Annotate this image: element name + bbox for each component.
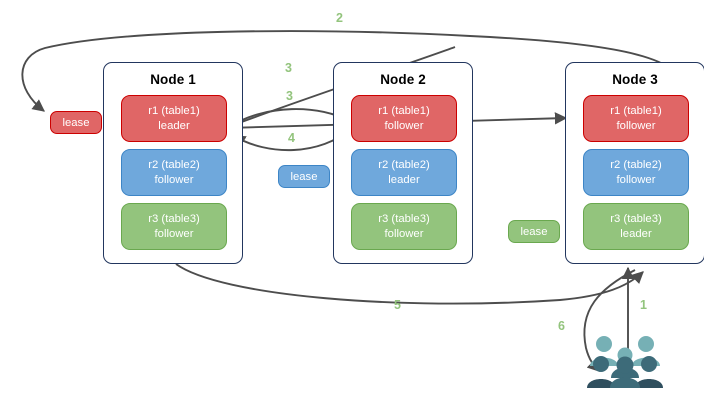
node-3-replica-r2-role: follower	[616, 173, 656, 186]
node-2-replica-r2-name: r2 (table2)	[378, 159, 430, 171]
node-3-replica-r3-name: r3 (table3)	[610, 213, 662, 225]
node-1[interactable]: Node 1 r1 (table1) leader r2 (table2) fo…	[103, 62, 243, 264]
node-1-replica-r1-name: r1 (table1)	[148, 105, 200, 117]
lease-badge-red[interactable]: lease	[50, 111, 102, 134]
node-2-title: Node 2	[380, 72, 426, 87]
node-2-replica-r3-role: follower	[384, 227, 424, 240]
node-3-replica-r2[interactable]: r2 (table2) follower	[583, 149, 689, 196]
node-1-title: Node 1	[150, 72, 196, 87]
node-1-replica-r1[interactable]: r1 (table1) leader	[121, 95, 227, 142]
node-1-replica-r3-role: follower	[154, 227, 194, 240]
node-3[interactable]: Node 3 r1 (table1) follower r2 (table2) …	[565, 62, 704, 264]
edge-label-2: 2	[336, 11, 343, 25]
node-2-replica-r2[interactable]: r2 (table2) leader	[351, 149, 457, 196]
node-1-replica-r1-role: leader	[158, 119, 190, 132]
edge-label-3-lower: 3	[286, 89, 293, 103]
node-3-replica-r1-role: follower	[616, 119, 656, 132]
node-3-title: Node 3	[612, 72, 658, 87]
node-3-replica-r1-name: r1 (table1)	[610, 105, 662, 117]
node-2-replica-r2-role: leader	[388, 173, 420, 186]
node-2[interactable]: Node 2 r1 (table1) follower r2 (table2) …	[333, 62, 473, 264]
node-3-replica-r3[interactable]: r3 (table3) leader	[583, 203, 689, 250]
node-2-replica-r1-role: follower	[384, 119, 424, 132]
node-2-replica-r1[interactable]: r1 (table1) follower	[351, 95, 457, 142]
node-1-replica-r2[interactable]: r2 (table2) follower	[121, 149, 227, 196]
node-3-replica-r3-role: leader	[620, 227, 652, 240]
node-3-replica-r1[interactable]: r1 (table1) follower	[583, 95, 689, 142]
node-2-replica-r3[interactable]: r3 (table3) follower	[351, 203, 457, 250]
users-group-icon	[586, 334, 664, 394]
node-1-replica-r3-name: r3 (table3)	[148, 213, 200, 225]
edge-5-path	[175, 263, 644, 305]
node-1-replica-r2-role: follower	[154, 173, 194, 186]
node-1-replica-r3[interactable]: r3 (table3) follower	[121, 203, 227, 250]
lease-badge-blue[interactable]: lease	[278, 165, 330, 188]
edge-label-5: 5	[394, 298, 401, 312]
edge-label-1: 1	[640, 298, 647, 312]
edge-label-4: 4	[288, 131, 295, 145]
lease-badge-green[interactable]: lease	[508, 220, 560, 243]
edge-label-6: 6	[558, 319, 565, 333]
node-3-replica-r2-name: r2 (table2)	[610, 159, 662, 171]
edge-label-3-upper: 3	[285, 61, 292, 75]
node-2-replica-r1-name: r1 (table1)	[378, 105, 430, 117]
node-2-replica-r3-name: r3 (table3)	[378, 213, 430, 225]
node-1-replica-r2-name: r2 (table2)	[148, 159, 200, 171]
